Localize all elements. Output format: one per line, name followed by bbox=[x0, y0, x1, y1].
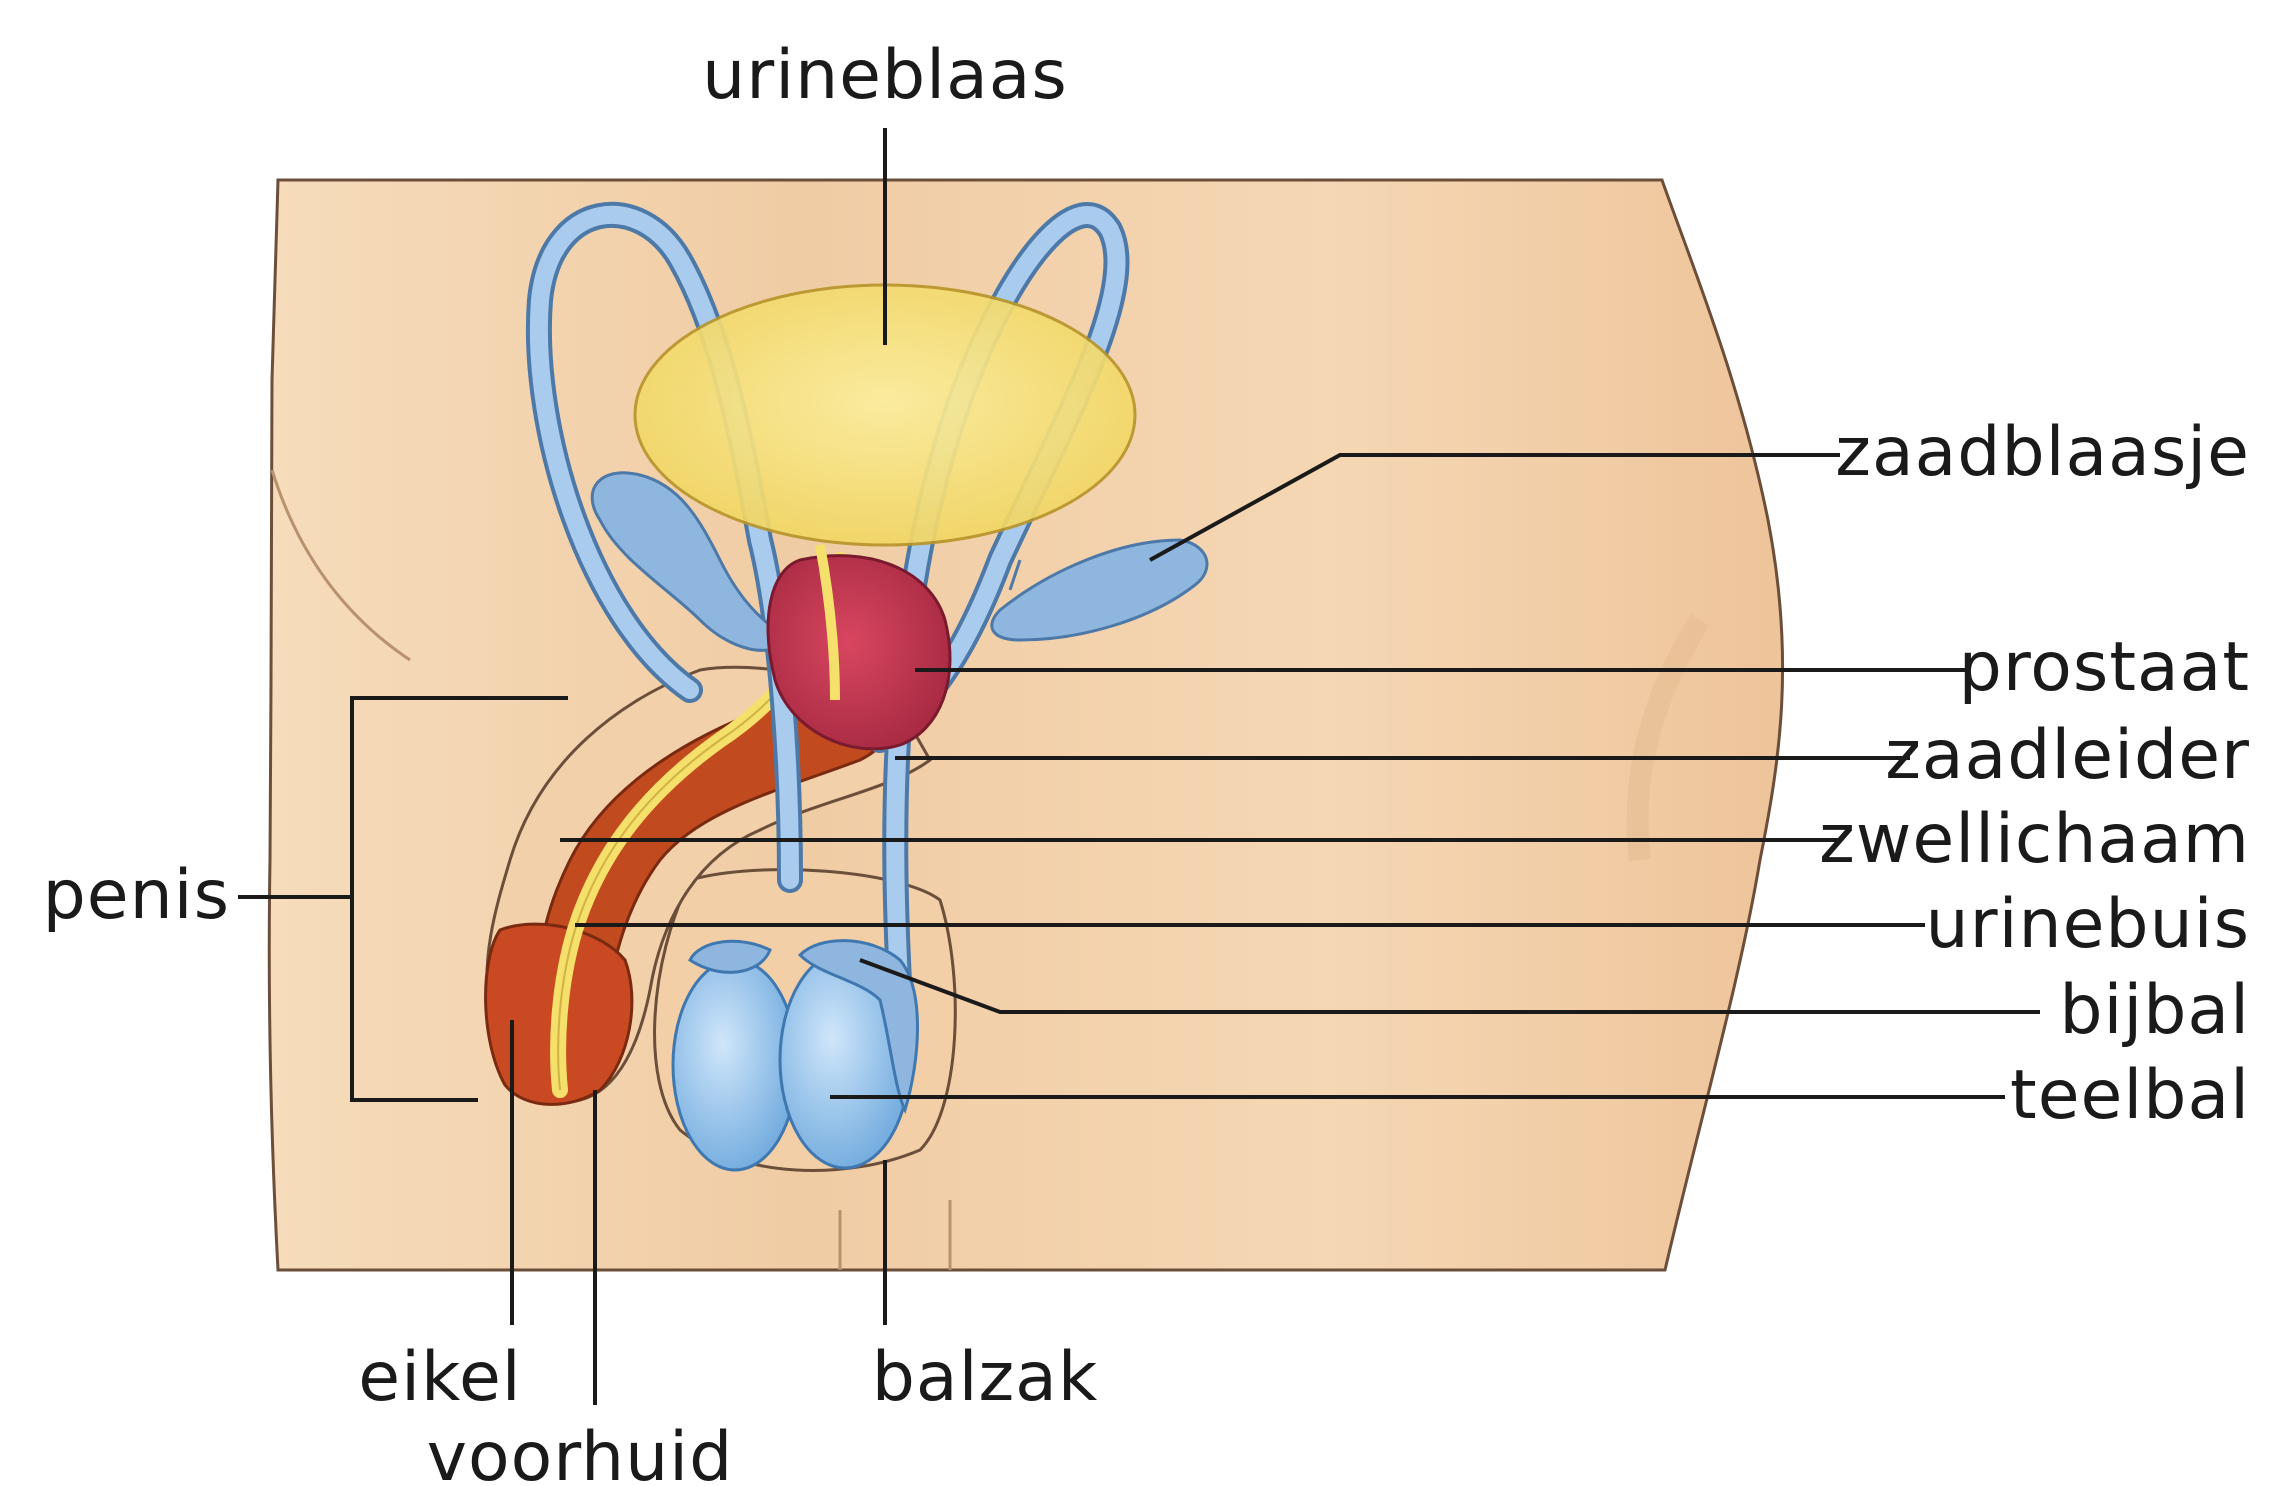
label-zwellichaam: zwellichaam bbox=[1819, 800, 2250, 879]
label-zaadblaasje: zaadblaasje bbox=[1835, 413, 2250, 492]
label-penis: penis bbox=[43, 856, 230, 935]
label-prostaat: prostaat bbox=[1959, 628, 2250, 707]
label-bijbal: bijbal bbox=[2059, 971, 2250, 1050]
label-balzak: balzak bbox=[872, 1338, 1098, 1417]
label-teelbal: teelbal bbox=[2010, 1056, 2250, 1135]
label-eikel: eikel bbox=[358, 1338, 521, 1417]
label-urinebuis: urinebuis bbox=[1926, 885, 2250, 964]
label-voorhuid: voorhuid bbox=[427, 1418, 733, 1486]
label-urineblaas: urineblaas bbox=[702, 36, 1068, 115]
label-zaadleider: zaadleider bbox=[1885, 716, 2250, 795]
